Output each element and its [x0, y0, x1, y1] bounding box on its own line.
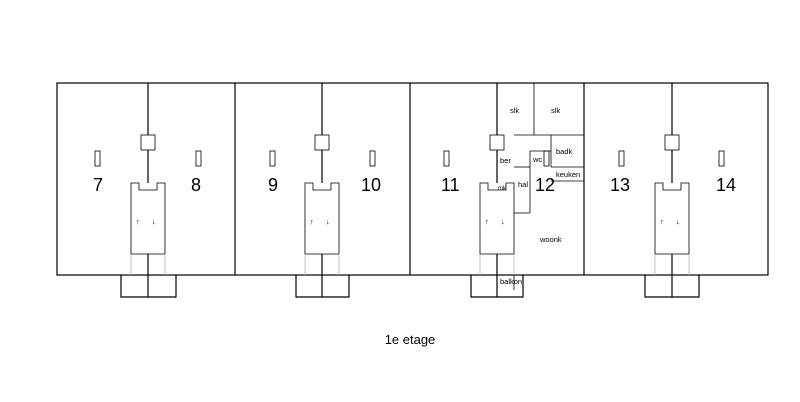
room-label-wc: wc [532, 155, 542, 164]
unit-number: 9 [268, 175, 278, 195]
arrow-up: ↑ [485, 217, 489, 226]
unit-number: 8 [191, 175, 201, 195]
unit-number: 10 [361, 175, 381, 195]
unit-number: 13 [610, 175, 630, 195]
arrow-down: ↓ [501, 217, 505, 226]
room-label-badk: badk [556, 147, 573, 156]
stair-core-b: ↑ ↓ [295, 83, 350, 298]
unit-number: 11 [441, 175, 460, 195]
arrow-up: ↑ [310, 217, 314, 226]
room-label-balkon: balkon [500, 277, 522, 286]
arrow-down: ↓ [326, 217, 330, 226]
arrow-down: ↓ [676, 217, 680, 226]
unit-marker [618, 150, 625, 167]
room-label-mk: mk [498, 186, 507, 192]
unit-marker [443, 150, 450, 167]
room-label-keuken: keuken [556, 170, 580, 179]
unit-12-interior [513, 83, 585, 290]
unit-marker [718, 150, 725, 167]
unit-number: 14 [716, 175, 736, 195]
arrow-up: ↑ [660, 217, 664, 226]
unit-number: 12 [535, 175, 555, 195]
unit-marker [269, 150, 276, 167]
room-label-slk: slk [551, 106, 560, 115]
unit-marker [369, 150, 376, 167]
room-label-woonk: woonk [539, 235, 562, 244]
stair-core-a: ↑ ↓ [120, 83, 177, 298]
building-outline [56, 82, 769, 276]
room-label-ber: ber [500, 156, 511, 165]
floor-caption: 1e etage [384, 332, 436, 347]
room-label-slk: slk [510, 106, 519, 115]
stair-core-c: ↑ ↓ [470, 83, 524, 298]
unit-marker [94, 150, 101, 167]
unit-number: 7 [93, 175, 103, 195]
unit-marker [195, 150, 202, 167]
arrow-up: ↑ [136, 217, 140, 226]
unit-marker [543, 150, 550, 167]
arrow-down: ↓ [152, 217, 156, 226]
stair-core-d: ↑ ↓ [644, 83, 700, 298]
room-label-hal: hal [518, 180, 528, 189]
